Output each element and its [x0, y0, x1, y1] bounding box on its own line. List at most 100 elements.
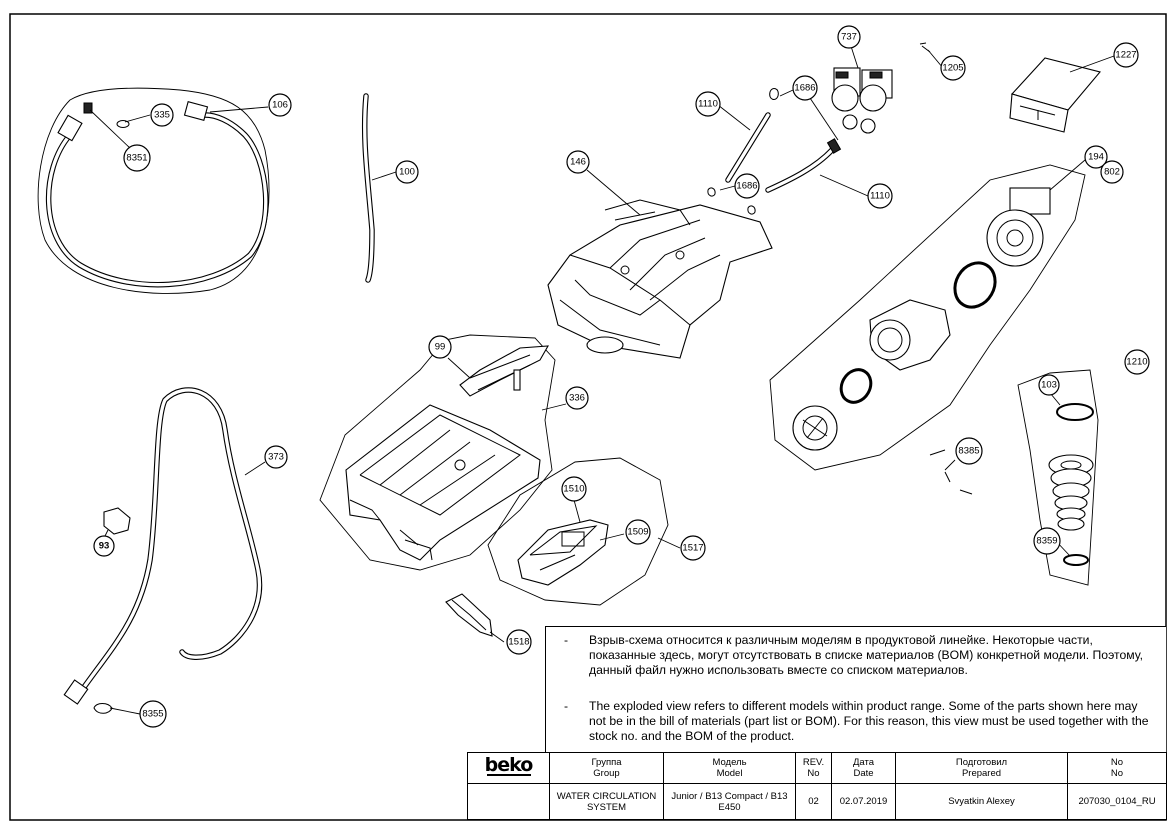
callout-802: 802 — [1100, 160, 1124, 184]
callout-1518: 1518 — [506, 629, 532, 655]
callout-99: 99 — [428, 335, 452, 359]
dispenser-body-336 — [345, 404, 541, 561]
logo-cell-empty — [467, 783, 550, 820]
svg-text:1110: 1110 — [698, 99, 718, 110]
callout-1686-lower: 1686 — [734, 173, 760, 199]
note-russian: - Взрыв-схема относится к различным моде… — [564, 633, 1154, 678]
prepared-header-ru: Подготовил — [955, 757, 1008, 768]
svg-text:1518: 1518 — [508, 637, 529, 648]
callout-8385: 8385 — [955, 437, 983, 465]
note-english: - The exploded view refers to different … — [564, 699, 1154, 744]
svg-text:335: 335 — [154, 110, 170, 121]
notes-panel: - Взрыв-схема относится к различным моде… — [545, 626, 1166, 752]
dispenser-housing-146 — [547, 199, 773, 359]
clamp-8359 — [1063, 554, 1089, 566]
note-bullet: - — [564, 633, 569, 647]
rev-header-en: No — [807, 768, 820, 779]
hose-holder-93 — [103, 507, 131, 535]
callout-737: 737 — [837, 25, 861, 49]
no-header-en: No — [1110, 768, 1124, 779]
rev-value: 02 — [795, 783, 832, 820]
svg-text:1210: 1210 — [1126, 357, 1147, 368]
svg-text:1205: 1205 — [942, 63, 963, 74]
svg-text:8359: 8359 — [1036, 536, 1057, 547]
svg-text:8355: 8355 — [142, 709, 163, 720]
callout-103: 103 — [1038, 374, 1060, 396]
group-outline-drawer — [487, 457, 669, 606]
clamp-1686-b — [707, 187, 756, 215]
model-header-ru: Модель — [712, 757, 747, 768]
group-outline-pump — [769, 164, 1086, 471]
callout-1110-lower: 1110 — [867, 183, 893, 209]
bellows-1210 — [1048, 403, 1094, 566]
svg-text:1227: 1227 — [1115, 50, 1136, 61]
group-header-en: Group — [593, 768, 620, 779]
group-header-ru: Группа — [591, 757, 622, 768]
svg-text:146: 146 — [570, 157, 586, 168]
callout-336: 336 — [565, 386, 589, 410]
drain-hose-end — [63, 679, 89, 705]
callout-8355: 8355 — [139, 700, 167, 728]
inlet-hose-nut-left — [57, 114, 83, 142]
svg-text:1110: 1110 — [870, 191, 890, 202]
rev-header-ru: REV. — [802, 757, 825, 768]
svg-text:336: 336 — [569, 393, 585, 404]
svg-text:194: 194 — [1088, 152, 1104, 163]
inlet-valve-737 — [831, 67, 893, 134]
svg-text:1686: 1686 — [736, 181, 757, 192]
clamp-8355 — [93, 703, 113, 714]
bracket-1227 — [1009, 57, 1101, 133]
group-outline-dispenser — [319, 334, 556, 571]
callout-373: 373 — [264, 445, 288, 469]
svg-text:106: 106 — [272, 100, 288, 111]
leader-lines — [89, 39, 1115, 715]
siphon-99 — [459, 345, 549, 397]
callout-335: 335 — [150, 103, 174, 127]
callout-8351: 8351 — [123, 144, 151, 172]
callout-8359: 8359 — [1033, 527, 1061, 555]
svg-text:373: 373 — [268, 452, 284, 463]
callout-1205: 1205 — [940, 55, 966, 81]
callout-194: 194 — [1084, 145, 1108, 169]
filter-8351 — [83, 102, 93, 114]
callout-1510: 1510 — [561, 476, 587, 502]
callout-1110-upper: 1110 — [695, 91, 721, 117]
svg-text:100: 100 — [399, 167, 415, 178]
svg-text:1509: 1509 — [627, 527, 648, 538]
date-header-ru: Дата — [852, 757, 875, 768]
callout-1686-upper: 1686 — [792, 75, 818, 101]
model-header-en: Model — [716, 768, 743, 779]
svg-text:1686: 1686 — [794, 83, 815, 94]
inlet-hose-106 — [45, 112, 269, 288]
prepared-header-en: Prepared — [961, 768, 1002, 779]
svg-text:1517: 1517 — [682, 543, 703, 554]
note-bullet: - — [564, 699, 569, 713]
no-header-ru: No — [1110, 757, 1124, 768]
model-value: Junior / B13 Compact / B13 E450 — [663, 783, 796, 820]
group-outline-bellows — [1017, 369, 1099, 586]
callout-146: 146 — [566, 150, 590, 174]
note-text-ru: Взрыв-схема относится к различным моделя… — [589, 633, 1144, 677]
callout-1517: 1517 — [680, 535, 706, 561]
callout-1227: 1227 — [1113, 42, 1139, 68]
note-text-en: The exploded view refers to different mo… — [589, 699, 1149, 743]
svg-text:8385: 8385 — [958, 446, 979, 457]
svg-text:99: 99 — [435, 342, 446, 353]
rev-header: REV.No — [795, 752, 832, 784]
drawer-1517 — [517, 519, 609, 586]
doc-number: 207030_0104_RU — [1067, 783, 1167, 820]
logo-cell: beko — [467, 752, 550, 784]
svg-text:802: 802 — [1104, 167, 1120, 178]
drain-pump-194 — [792, 187, 1051, 451]
seal-335 — [116, 120, 130, 128]
callout-1210: 1210 — [1124, 349, 1150, 375]
screw-8385 — [929, 449, 973, 495]
clamp-1686-a — [769, 88, 779, 100]
svg-text:103: 103 — [1041, 380, 1057, 391]
callout-100: 100 — [395, 160, 419, 184]
callout-106: 106 — [268, 93, 292, 117]
